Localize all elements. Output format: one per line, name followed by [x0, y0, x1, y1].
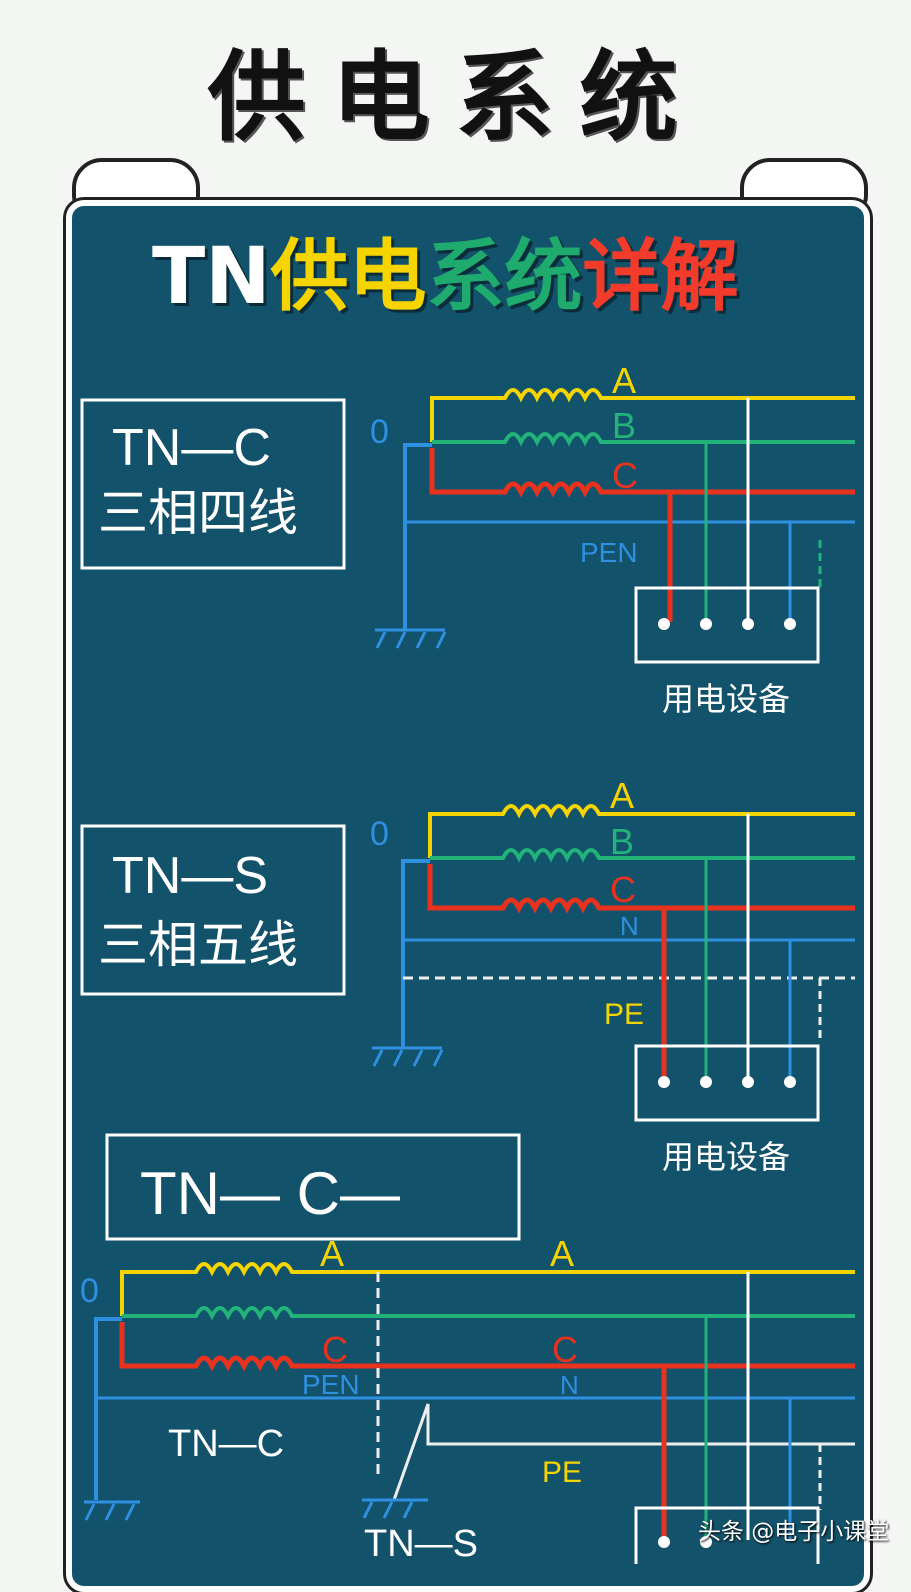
section-tn-c-s: TN— C— 0 A A C C PEN N PE TN—C TN—S	[80, 1133, 855, 1564]
tn-c-name: TN—C	[112, 419, 271, 477]
tn-c-s-phase-a2-label: A	[550, 1233, 574, 1274]
tn-c-phase-b-label: B	[612, 405, 636, 446]
tn-c-s-ground-icon-left	[84, 1500, 140, 1521]
tn-c-zero-label: 0	[370, 413, 389, 451]
tn-c-neutral-drop	[403, 443, 432, 630]
tn-c-terminal	[700, 618, 712, 630]
tn-c-terminal	[784, 618, 796, 630]
subtitle-part-explain: 详解	[582, 232, 739, 322]
tn-c-s-pe-label: PE	[542, 1456, 582, 1489]
tn-s-desc: 三相五线	[98, 916, 298, 974]
tn-c-s-phase-b-wire	[122, 1306, 855, 1321]
subtitle-part-system: 系统	[426, 232, 583, 322]
tn-s-phase-c-label: C	[610, 869, 636, 910]
watermark: 头条 @电子小课堂	[698, 1519, 890, 1545]
tn-c-desc: 三相四线	[98, 484, 298, 542]
tn-c-terminal	[658, 618, 670, 630]
tn-c-s-phase-c-label: C	[322, 1329, 348, 1370]
tn-c-s-phase-a-wire	[120, 1262, 855, 1316]
tn-s-terminal	[784, 1076, 796, 1088]
section-tn-s: TN—S 三相五线 0 A B C N PE	[80, 775, 855, 1176]
tn-s-n-label: N	[620, 911, 639, 941]
tn-c-s-ground-icon-right	[362, 1498, 428, 1519]
tn-c-device-box	[634, 586, 820, 664]
tn-c-s-phase-c2-label: C	[552, 1329, 578, 1370]
subtitle: TN供电系统详解	[152, 214, 739, 326]
tn-s-neutral-drop	[401, 859, 430, 1048]
tn-c-s-pe-branch	[392, 1403, 855, 1501]
tn-c-s-zero-label: 0	[80, 1272, 99, 1310]
subtitle-part-supply: 供电	[270, 232, 427, 322]
tn-s-device-label: 用电设备	[662, 1138, 790, 1176]
tn-s-zero-label: 0	[370, 815, 389, 853]
tn-c-phase-c-label: C	[612, 455, 638, 496]
tn-c-terminal	[742, 618, 754, 630]
tn-c-pen-label: PEN	[580, 537, 638, 568]
tn-s-ground-icon	[372, 1046, 444, 1067]
tn-c-device-label: 用电设备	[662, 680, 790, 718]
tn-c-s-pen-label: PEN	[302, 1369, 360, 1400]
tn-c-label-box	[80, 398, 346, 570]
tn-s-terminal	[658, 1076, 670, 1088]
section-tn-c: TN—C 三相四线 0 A B C PEN	[80, 360, 855, 718]
tn-c-phase-a-wire	[430, 388, 855, 442]
tn-c-s-right-label: TN—S	[364, 1523, 478, 1564]
tn-s-terminal	[700, 1076, 712, 1088]
tn-c-s-device-box	[634, 1506, 820, 1564]
tn-s-terminal	[742, 1076, 754, 1088]
tn-s-phase-a-label: A	[610, 775, 634, 816]
tn-c-phase-c-wire	[429, 448, 855, 498]
tn-s-phase-b-wire	[430, 848, 855, 863]
tn-c-s-n-label: N	[560, 1370, 579, 1400]
tn-s-name: TN—S	[112, 847, 268, 905]
tn-c-s-label-box	[105, 1133, 521, 1241]
tn-c-s-phase-a-label: A	[320, 1233, 344, 1274]
tn-s-pe-label: PE	[604, 998, 644, 1031]
tn-s-phase-c-wire	[427, 864, 855, 914]
tn-c-s-terminal	[700, 1536, 712, 1548]
tn-c-s-name: TN— C—	[140, 1160, 400, 1227]
page-title: 供电系统	[207, 40, 704, 155]
tn-c-s-left-label: TN—C	[168, 1423, 284, 1465]
tn-s-phase-b-label: B	[610, 821, 634, 862]
tn-c-s-neutral-drop	[94, 1317, 122, 1500]
tn-c-ground-icon	[375, 628, 447, 649]
tn-s-device-box	[634, 1044, 820, 1122]
tn-c-s-terminal	[658, 1536, 670, 1548]
tn-s-phase-a-wire	[428, 804, 855, 858]
tn-s-label-box	[80, 824, 346, 996]
subtitle-part-tn: TN	[152, 232, 271, 322]
tn-c-phase-b-wire	[432, 432, 855, 447]
tn-c-phase-a-label: A	[612, 360, 636, 401]
tn-c-s-phase-c-wire	[119, 1322, 855, 1372]
